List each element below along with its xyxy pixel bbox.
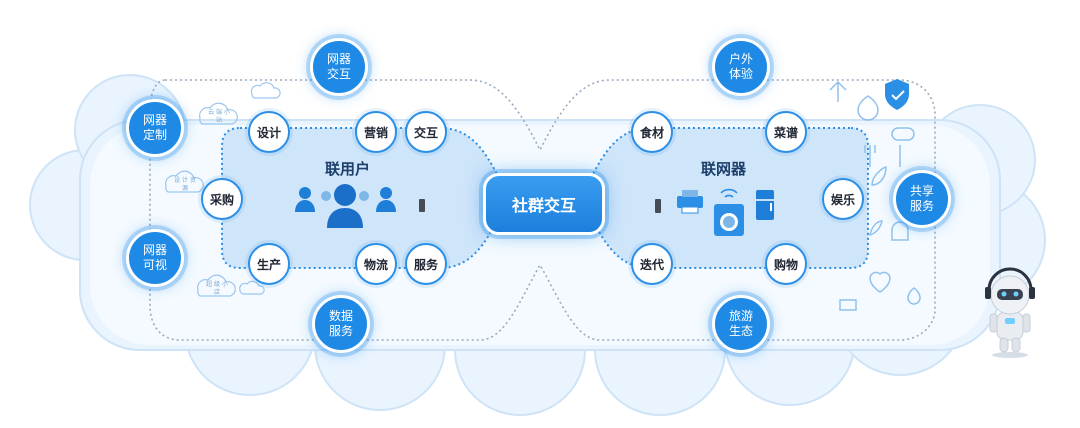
printer-icon: [677, 190, 703, 214]
cutlery-icon: [864, 145, 901, 167]
bike-icon: [839, 299, 857, 311]
node-logistics: 物流: [355, 243, 397, 285]
wifi-icon: [720, 188, 738, 198]
node-shared-service: 共享服务: [893, 170, 951, 228]
phone-icon: [419, 199, 425, 212]
wind-icon: [829, 80, 847, 102]
community-hub: 社群交互: [483, 173, 605, 235]
left-panel-title: 联用户: [325, 160, 371, 178]
node-production: 生产: [248, 243, 290, 285]
node-data-service: 数据服务: [312, 295, 370, 353]
node-purchase: 采购: [201, 178, 243, 220]
node-entertainment: 娱乐: [822, 178, 864, 220]
check-mark: [891, 90, 905, 101]
heart-icon: [869, 271, 891, 293]
outer-boundary: [149, 79, 936, 341]
cloud-tag-1: 云 端 小 站: [208, 109, 230, 124]
node-device-customization: 网器定制: [126, 99, 184, 157]
fridge-icon: [756, 190, 774, 220]
node-travel-ecosystem: 旅游生态: [712, 295, 770, 353]
node-iteration: 迭代: [631, 243, 673, 285]
node-device-visualization: 网器可视: [126, 229, 184, 287]
right-panel-title: 联网器: [701, 160, 747, 178]
robot-mascot: [985, 267, 1035, 358]
node-shopping: 购物: [765, 243, 807, 285]
node-ingredients: 食材: [631, 111, 673, 153]
phone-icon-right: [655, 199, 661, 213]
leaf-icon-2: [869, 220, 883, 237]
node-design: 设计: [248, 111, 290, 153]
node-device-interaction: 网器交互: [310, 38, 368, 96]
cloud-icons-left: [165, 82, 281, 297]
shield-icon: [885, 79, 909, 110]
node-service: 服务: [405, 243, 447, 285]
node-marketing: 营销: [355, 111, 397, 153]
washing-machine-icon: [714, 204, 744, 236]
drop-icon-2: [907, 287, 921, 305]
node-interaction: 交互: [405, 111, 447, 153]
gamepad-icon: [891, 127, 915, 141]
users-icon: [295, 184, 396, 228]
node-recipes: 菜谱: [765, 111, 807, 153]
node-outdoor-experience: 户外体验: [712, 38, 770, 96]
cloud-tag-2: 设 计 资 源: [174, 177, 196, 192]
drop-icon: [857, 95, 879, 121]
cloud-tag-3: 超 级 小 店: [206, 281, 228, 296]
leaf-icon: [871, 166, 887, 186]
bag-icon: [891, 221, 909, 241]
right-panel: [583, 127, 869, 269]
lifestyle-icons: [829, 80, 921, 311]
